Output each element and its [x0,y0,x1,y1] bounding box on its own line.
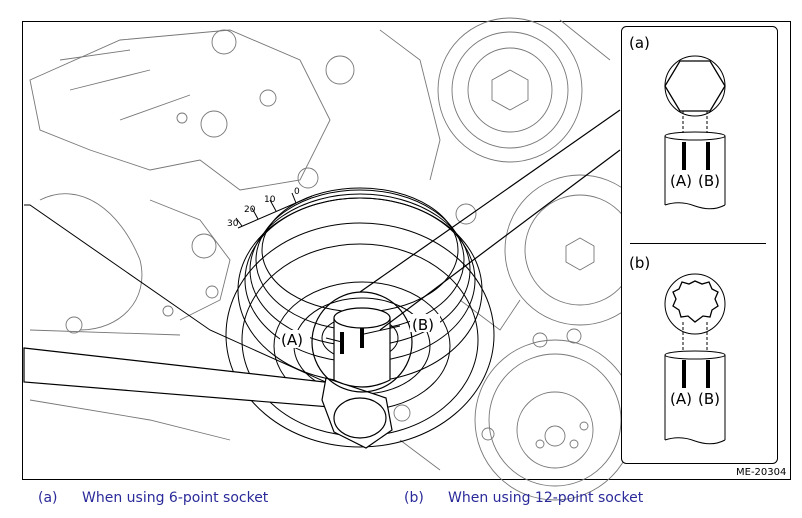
legend-text-a: When using 6-point socket [82,490,269,506]
inset-b-label-b: (B) [698,390,720,408]
inset-b-label-a: (A) [670,390,692,408]
inset-b-drawing [664,273,726,445]
inset-a-drawing [664,55,726,210]
socket [325,307,401,388]
inset-b-labels: (b) (A) (B) [629,254,723,408]
figure-code: ME-20304 [736,467,787,478]
figure-frame [22,21,791,480]
inset-a-labels: (a) (A) (B) [629,34,723,190]
inset-panel [621,26,778,464]
callout-lines [359,109,621,331]
legend-item-6-point: (a) When using 6-point socket [38,490,268,512]
engine-background [29,17,656,501]
scale-tick-0: 0 [294,187,300,197]
main-label-b: (B) [412,316,434,334]
inset-a-tag: (a) [629,34,650,52]
scale-tick-30: 30 [227,219,239,229]
legend-key-a: (a) [38,490,58,506]
legend-item-12-point: (b) When using 12-point socket [404,490,643,512]
inset-b-tag: (b) [629,254,650,272]
legend-text-b: When using 12-point socket [448,490,644,506]
timing-scale [235,192,313,229]
timing-scale-labels: 30 20 10 0 [227,187,300,229]
main-label-a: (A) [281,331,303,349]
wrench-handle [23,204,393,449]
inset-a-label-a: (A) [670,172,692,190]
legend-key-b: (b) [404,490,424,506]
inset-a-label-b: (B) [698,172,720,190]
scale-tick-10: 10 [264,195,276,205]
magnify-circle [311,291,413,393]
scale-tick-20: 20 [244,205,256,215]
main-labels: (A) (B) [280,314,440,349]
